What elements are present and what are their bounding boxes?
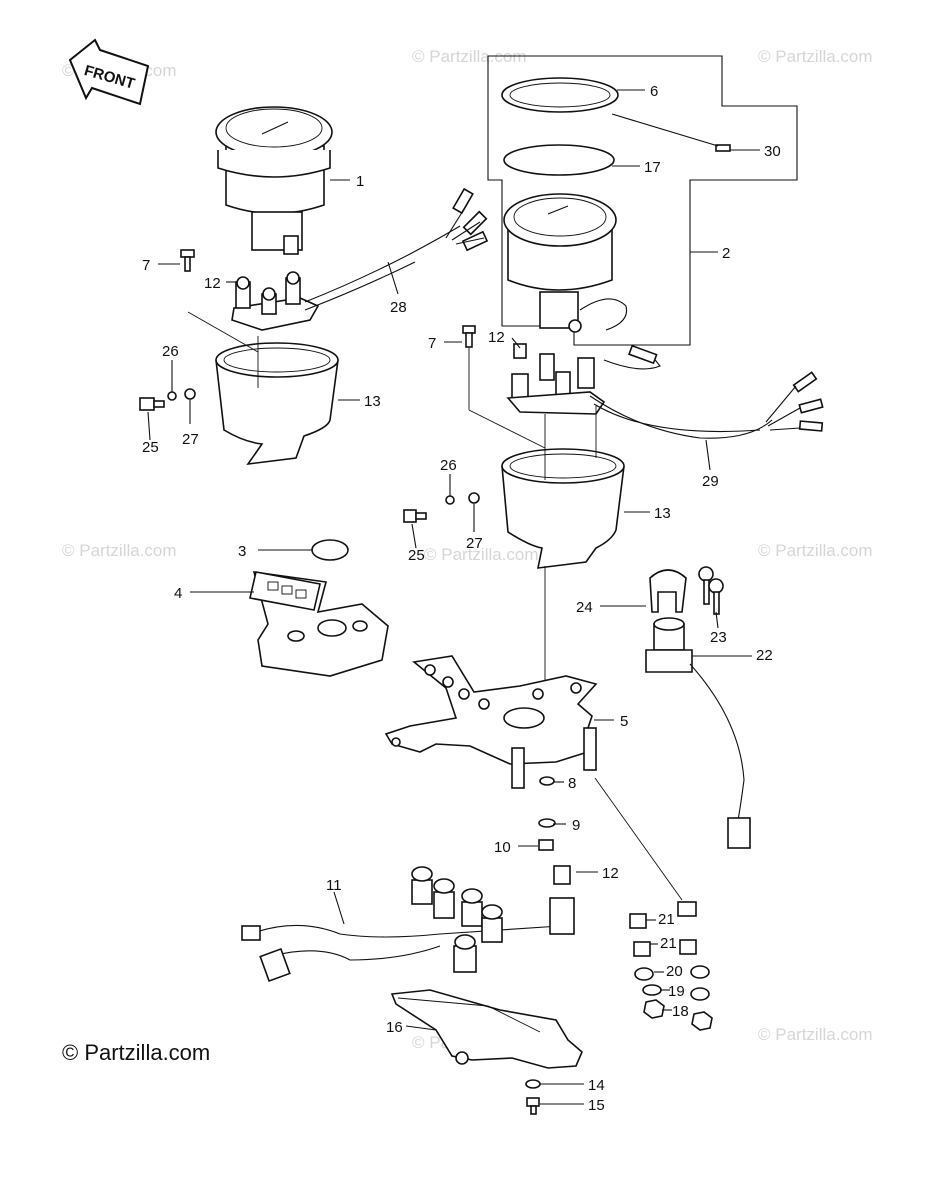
lens <box>503 144 615 176</box>
callout-label: 19 <box>668 983 685 1000</box>
meter-rim <box>501 77 619 113</box>
washer <box>539 776 555 786</box>
bolt <box>462 325 476 348</box>
meter-housing <box>501 448 625 569</box>
washer <box>525 1079 541 1089</box>
callout-label: 12 <box>488 329 505 346</box>
lamp-socket-harness <box>241 865 575 983</box>
callout-label: 26 <box>162 343 179 360</box>
copyright-text: © Partzilla.com <box>62 1040 211 1065</box>
callout-label: 16 <box>386 1019 403 1036</box>
watermark: © Partzilla.com <box>758 541 873 560</box>
callout-label: 14 <box>588 1077 605 1094</box>
leader-lines <box>147 89 760 1105</box>
callout-label: 21 <box>658 911 675 928</box>
callout-label: 3 <box>238 543 246 560</box>
callout-label: 27 <box>182 431 199 448</box>
callout-label: 22 <box>756 647 773 664</box>
ignition-cap <box>649 569 687 613</box>
speedometer <box>503 193 628 333</box>
callout-label: 25 <box>142 439 159 456</box>
key-icon <box>698 566 724 615</box>
lamp-socket-cluster <box>506 343 606 415</box>
callout-label: 13 <box>364 393 381 410</box>
fastener-set <box>629 901 713 1031</box>
screw <box>403 509 427 523</box>
callout-label: 17 <box>644 159 661 176</box>
lamp-socket-cluster <box>231 271 320 331</box>
callout-label: 7 <box>142 257 150 274</box>
callout-label: 21 <box>660 935 677 952</box>
callout-label: 29 <box>702 473 719 490</box>
callout-label: 23 <box>710 629 727 646</box>
callout-label: 5 <box>620 713 628 730</box>
callout-labels: 1 2 3 4 5 6 7 7 8 9 10 11 12 12 12 13 13… <box>142 83 781 1114</box>
watermark: © Partzilla.com <box>424 545 539 564</box>
callout-label: 12 <box>602 865 619 882</box>
meter-housing <box>215 342 339 466</box>
callout-label: 28 <box>390 299 407 316</box>
callout-label: 6 <box>650 83 658 100</box>
front-arrow-icon: FRONT <box>68 38 150 106</box>
tachometer <box>215 106 333 255</box>
indicator-panel <box>249 571 389 677</box>
callout-label: 8 <box>568 775 576 792</box>
callout-label: 26 <box>440 457 457 474</box>
callout-label: 20 <box>666 963 683 980</box>
callout-label: 18 <box>672 1003 689 1020</box>
watermark: © Partzilla.com <box>412 47 527 66</box>
washer <box>445 495 455 505</box>
callout-label: 7 <box>428 335 436 352</box>
screw <box>139 397 165 411</box>
callout-label: 4 <box>174 585 182 602</box>
grommet <box>311 539 349 561</box>
callout-label: 30 <box>764 143 781 160</box>
callout-label: 25 <box>408 547 425 564</box>
callout-label: 12 <box>204 275 221 292</box>
screw <box>715 144 731 152</box>
connector <box>628 344 824 432</box>
lower-cover <box>390 989 583 1069</box>
callout-label: 15 <box>588 1097 605 1114</box>
callout-label: 13 <box>654 505 671 522</box>
callout-label: 1 <box>356 173 364 190</box>
callout-label: 24 <box>576 599 593 616</box>
washer <box>167 391 177 401</box>
screw <box>526 1097 540 1115</box>
washer <box>184 388 196 400</box>
callout-label: 11 <box>326 877 342 894</box>
bolt <box>180 249 195 272</box>
callout-label: 9 <box>572 817 580 834</box>
ignition-switch <box>645 617 751 849</box>
watermark: © Partzilla.com <box>62 541 177 560</box>
watermark: © Partzilla.com <box>758 1025 873 1044</box>
washer <box>538 818 556 828</box>
nut <box>538 839 554 851</box>
washer <box>468 492 480 504</box>
callout-label: 2 <box>722 245 730 262</box>
callout-label: 10 <box>494 839 511 856</box>
mounting-bracket <box>384 655 598 789</box>
watermark: © Partzilla.com <box>758 47 873 66</box>
callout-label: 27 <box>466 535 483 552</box>
